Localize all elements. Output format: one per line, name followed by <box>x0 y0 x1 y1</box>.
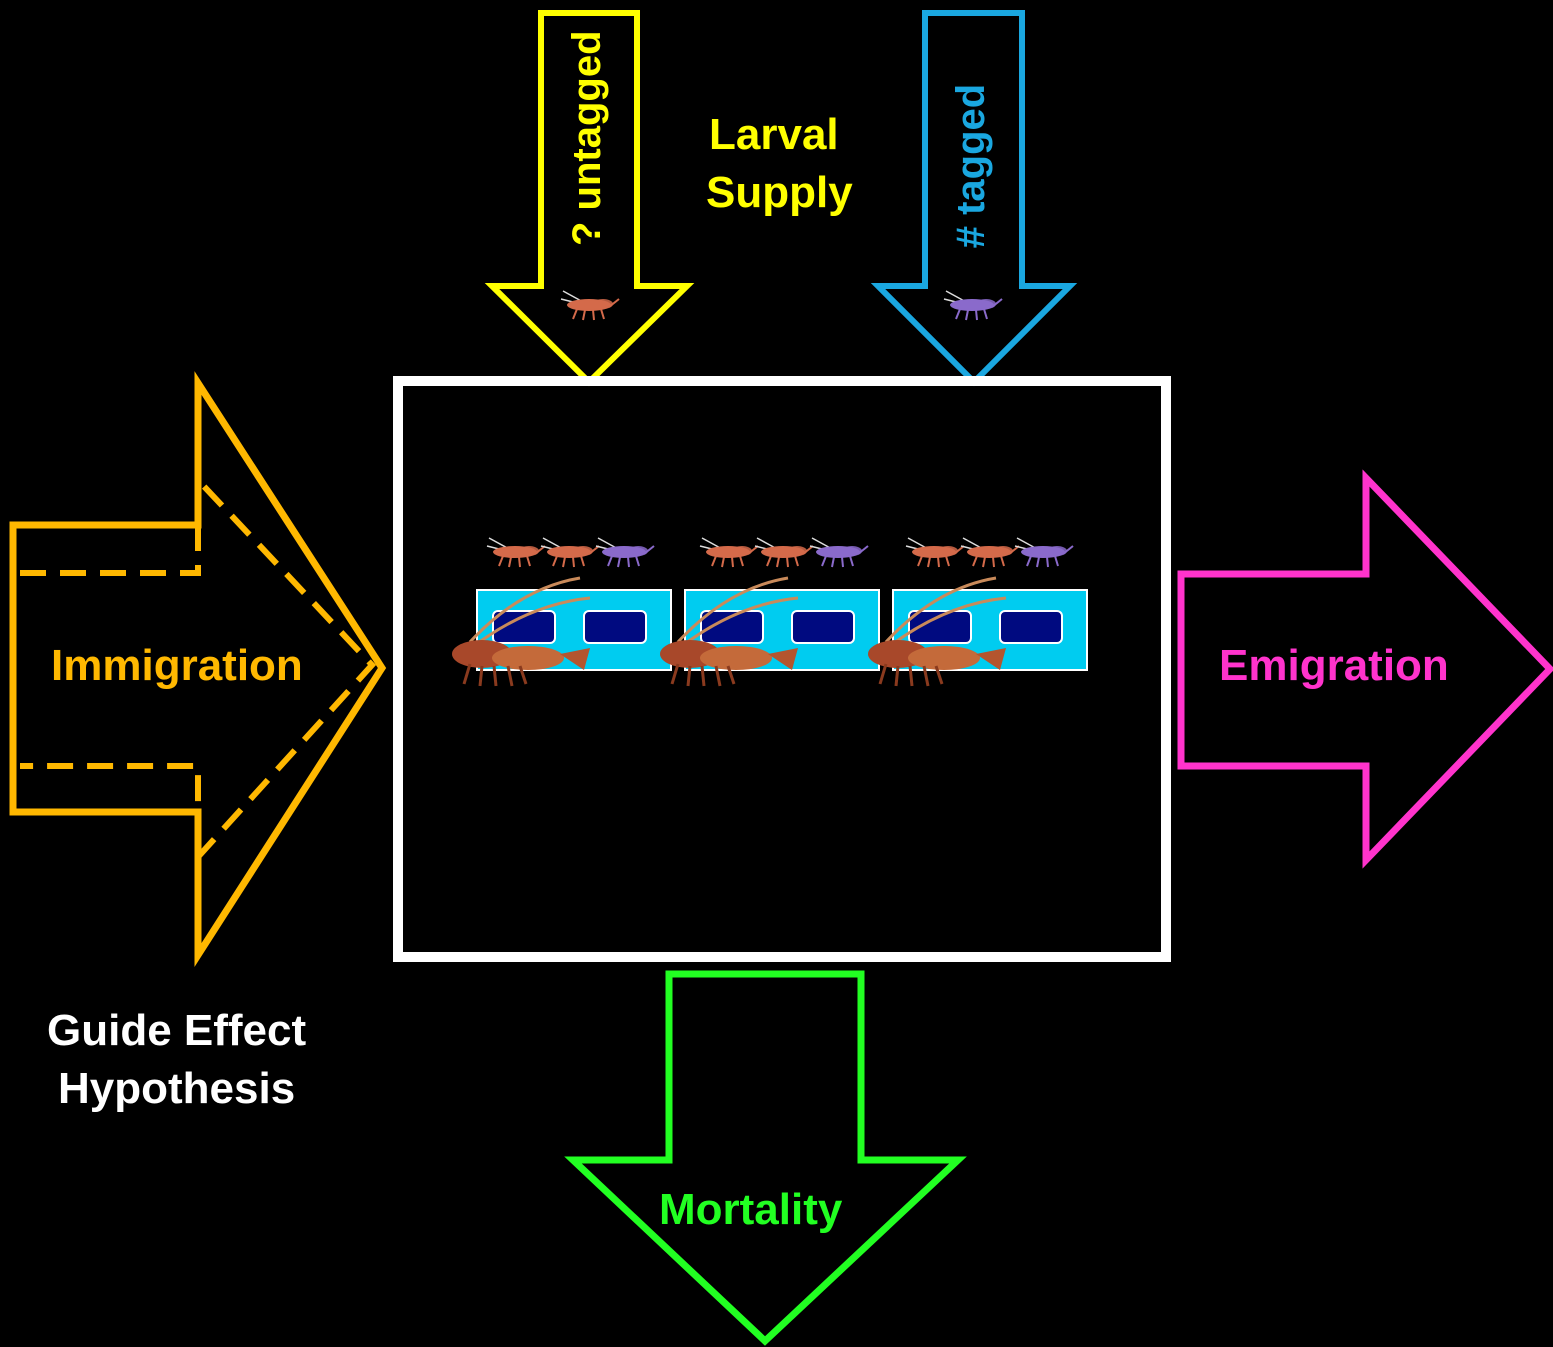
untagged-supply-arrow <box>484 10 695 387</box>
larval-supply-label-line2: Supply <box>706 168 853 217</box>
immigration-arrow-dashed-inner <box>20 472 377 865</box>
shelter-1 <box>476 589 672 671</box>
hypothesis-label-line2: Hypothesis <box>58 1064 296 1113</box>
immigration-label: Immigration <box>51 641 303 690</box>
tagged-label: # tagged <box>949 83 993 249</box>
larvae-group-1 <box>486 537 655 568</box>
mortality-label: Mortality <box>659 1185 843 1234</box>
emigration-arrow <box>1177 469 1553 869</box>
hypothesis-label-line1: Guide Effect <box>47 1006 307 1055</box>
untagged-label: ? untagged <box>565 30 609 246</box>
larva-tagged-icon <box>943 290 1003 321</box>
site-box <box>393 376 1171 962</box>
larva-untagged-icon <box>560 290 620 321</box>
tagged-supply-arrow <box>870 10 1078 387</box>
larvae-group-2 <box>699 537 869 568</box>
larvae-group-3 <box>905 537 1074 568</box>
mortality-arrow <box>564 970 967 1346</box>
emigration-label: Emigration <box>1219 641 1449 690</box>
larval-supply-label-line1: Larval <box>709 110 839 159</box>
